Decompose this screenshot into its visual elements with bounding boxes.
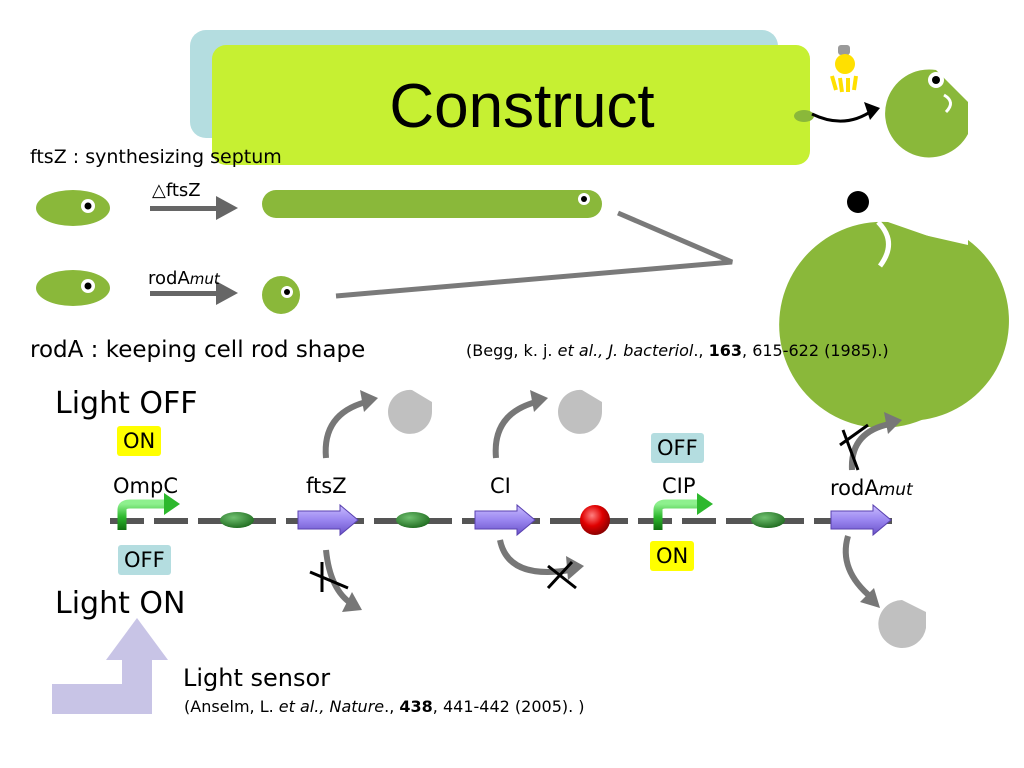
rbs-oval-1: [220, 512, 254, 528]
round-cell: [262, 276, 300, 314]
arrow-label-ftsz: △ftsZ: [152, 180, 201, 201]
reference-anselm: (Anselm, L. et al., Nature., 438, 441-44…: [184, 697, 585, 716]
roda-gene-arrow: [830, 503, 892, 537]
gene-label-roda: rodAmut: [830, 476, 913, 500]
ci-bottom-arrow: [497, 539, 571, 575]
ompc-off-badge: OFF: [118, 545, 171, 575]
grey-pacman-3-icon: [878, 600, 926, 648]
title-box: [212, 45, 810, 165]
ftsz-bottom-arrow: [323, 549, 354, 607]
gene-label-cip: CIP: [662, 474, 696, 498]
cell-normal-bottom: [36, 270, 110, 306]
ci-expression-arrow: [492, 399, 537, 459]
roda-description: rodA : keeping cell rod shape: [30, 337, 366, 363]
inhibition-cross-icon: [309, 562, 349, 592]
ftsz-expression-arrow: [322, 399, 367, 459]
black-arrow: [811, 108, 874, 123]
ftsz-gene-arrow: [297, 503, 359, 537]
arrow-roda-shaft: [150, 291, 218, 296]
reference-begg: (Begg, k. j. et al., J. bacteriol., 163,…: [466, 341, 889, 360]
ci-gene-arrow: [474, 503, 536, 537]
ompc-promoter-icon: [117, 493, 180, 530]
light-sensor-label: Light sensor: [183, 664, 331, 692]
gene-label-ci: CI: [490, 474, 511, 498]
grey-pacman-1-icon: [388, 389, 432, 434]
arrow-label-roda: rodAmut: [148, 268, 220, 289]
cell-normal-top: [36, 190, 110, 226]
inhibition-cross-icon: [546, 560, 577, 590]
gene-label-ftsz: ftsZ: [306, 474, 347, 498]
grey-pacman-2-icon: [558, 389, 602, 434]
rbs-oval-3: [751, 512, 785, 528]
filamentous-cell: [262, 190, 602, 218]
cip-on-badge: ON: [650, 541, 695, 571]
roda-top-arrow: [848, 421, 891, 471]
cip-off-badge: OFF: [651, 433, 704, 463]
small-cell-icon: [794, 110, 814, 122]
arrow-ftsz-shaft: [150, 206, 218, 211]
light-bulb-icon: [830, 45, 858, 93]
black-arrowhead: [864, 102, 880, 120]
gene-label-ompc: OmpC: [113, 474, 178, 498]
slide-title: Construct: [389, 72, 655, 141]
rbs-oval-2: [396, 512, 430, 528]
convergence-lines: [335, 210, 733, 299]
light-off-label: Light OFF: [55, 386, 198, 421]
ompc-on-badge: ON: [117, 426, 162, 456]
cip-promoter-icon: [653, 493, 713, 530]
red-terminator-icon: [580, 505, 610, 535]
roda-bottom-arrow: [842, 535, 874, 601]
inhibition-cross-icon: [839, 423, 869, 471]
ftsz-description: ftsZ : synthesizing septum: [30, 146, 282, 168]
light-sensor-arrow-icon: [52, 618, 168, 714]
pacman-cell-small-icon: [885, 69, 968, 158]
light-on-label: Light ON: [55, 586, 186, 621]
